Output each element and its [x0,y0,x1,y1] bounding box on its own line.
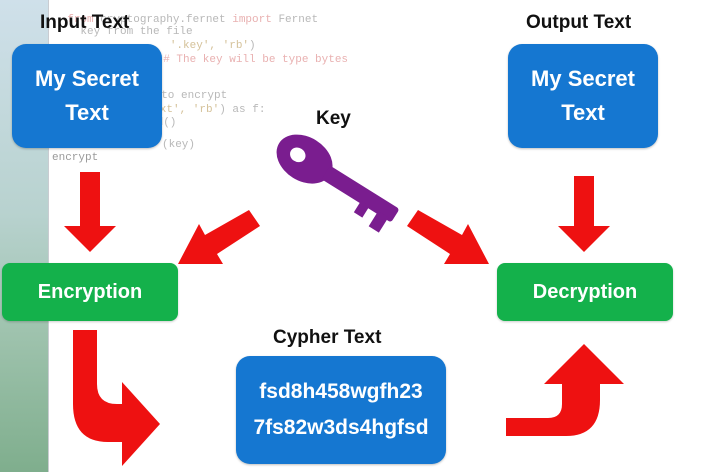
input-text-box: My Secret Text [12,44,162,148]
input-text-line-1: My Secret [35,66,139,91]
arrow-cypher-to-decryption [506,344,624,436]
decryption-box: Decryption [497,263,673,321]
input-text-line-2: Text [65,100,109,125]
code-line-3: '.key', 'rb') [150,40,256,52]
key-icon [276,134,399,233]
arrow-key-to-decryption [407,210,489,264]
cypher-text-line-1: fsd8h458wgfh23 [259,380,423,403]
code-text: ) as f: [219,104,266,116]
output-text-label: Output Text [526,12,632,33]
code-keyword: from [67,14,94,26]
key-label: Key [316,108,351,129]
code-line-8: (key) [162,139,195,151]
code-text: ) [249,40,256,52]
code-text: (key) [162,139,196,151]
code-text: to encrypt [148,90,228,102]
code-text: encrypt [52,152,99,164]
code-text: key from the file [54,26,193,38]
code-line-4: ) # The key will be type bytes [150,54,348,66]
code-comment: # The key will be type bytes [163,54,349,66]
arrow-encryption-to-cypher [73,330,160,466]
input-text-label: Input Text [40,12,130,33]
code-line-5: to encrypt [148,90,227,102]
arrow-output-to-decryption [558,176,610,252]
encryption-box: Encryption [2,263,178,321]
code-text: Fernet [271,14,319,26]
code-line-9: encrypt [52,152,98,164]
code-line-2: key from the file [54,26,193,38]
cypher-text-box: fsd8h458wgfh23 7fs82w3ds4hgfsd [236,356,446,464]
output-text-line-2: Text [561,100,605,125]
code-line-1: from cryptography.fernet import Fernet [54,2,318,26]
code-text: cryptography.fernet [93,14,233,26]
output-text-box: My Secret Text [508,44,658,148]
arrow-key-to-encryption [178,210,260,264]
cypher-text-label: Cypher Text [273,327,382,348]
code-keyword: import [232,14,272,26]
code-string: '.key', 'rb' [169,40,250,52]
cypher-text-line-2: 7fs82w3ds4hgfsd [253,416,429,439]
arrow-input-to-encryption [64,172,116,252]
output-text-line-1: My Secret [531,66,635,91]
